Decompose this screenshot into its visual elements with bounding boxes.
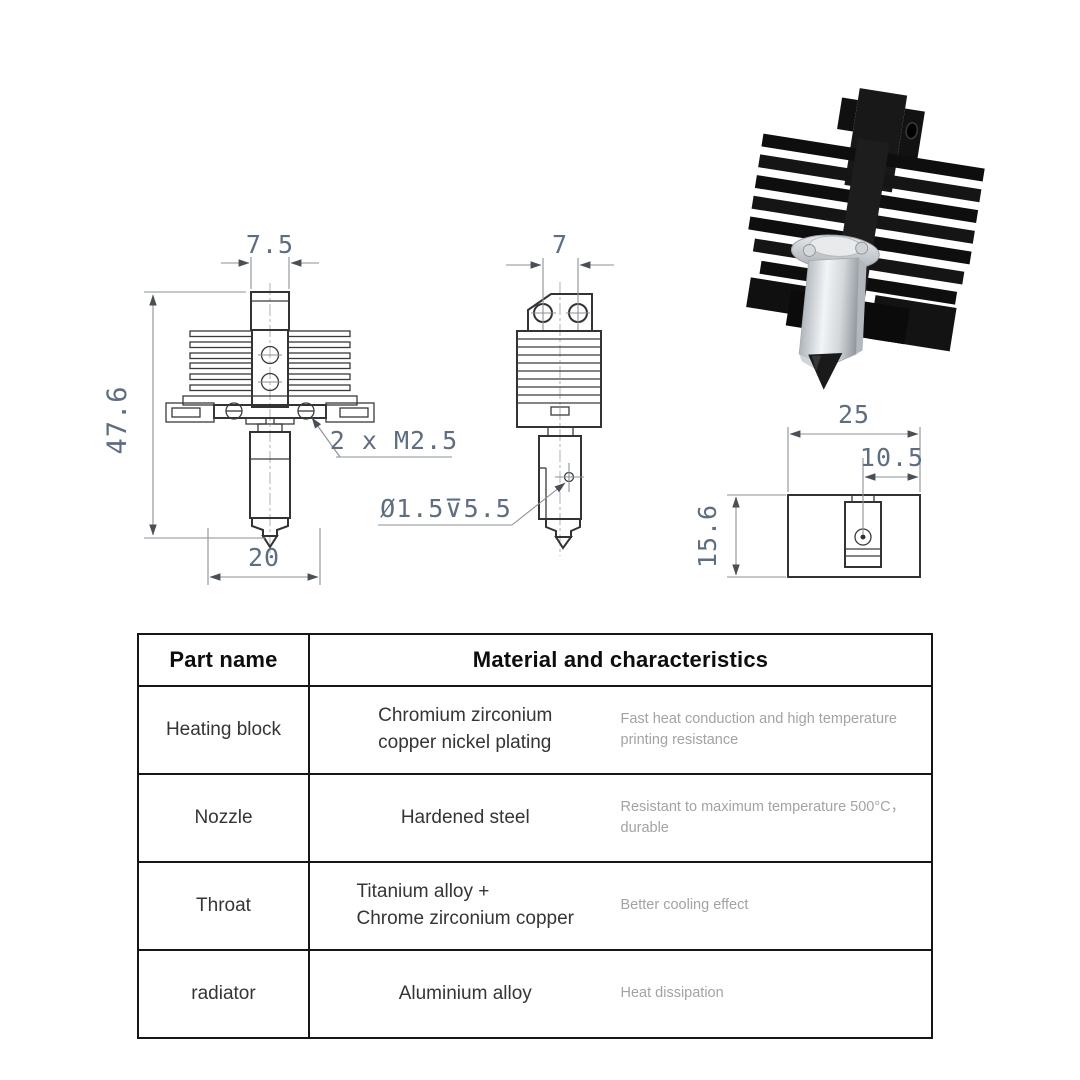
- nozzle-tip-photo: [808, 352, 843, 390]
- material-cell: Hardened steel: [400, 806, 530, 828]
- col-header-material: Material and characteristics: [472, 647, 769, 672]
- table-row-throat: Throat Titanium alloy + Chrome zirconium…: [139, 863, 931, 951]
- col-header-part-name: Part name: [139, 635, 310, 685]
- dimension-front-bottom-width: 20: [207, 528, 321, 585]
- dim-label-25: 25: [838, 400, 870, 429]
- front-view-drawing: 7.5 47.6 20 2 x M2.5: [102, 230, 458, 585]
- dim-label-47-6: 47.6: [102, 385, 133, 454]
- block-view-drawing: 25 10.5 15.6: [693, 400, 924, 578]
- characteristics-cell: Heat dissipation: [620, 985, 724, 1002]
- material-cell: Chromium zirconium copper nickel plating: [378, 705, 553, 753]
- dimension-side-top-width: 7: [506, 230, 614, 269]
- dim-label-20: 20: [248, 543, 280, 572]
- dimension-block-height: 15.6: [693, 494, 786, 578]
- part-name-cell: radiator: [139, 951, 310, 1037]
- annotation-screws: 2 x M2.5: [311, 417, 458, 458]
- dimension-block-width: 25: [787, 400, 921, 492]
- material-cell: Aluminium alloy: [398, 982, 532, 1004]
- annotation-sensor-hole: Ø1.5⊽5.5: [378, 482, 566, 526]
- table-row-radiator: radiator Aluminium alloy Heat dissipatio…: [139, 951, 931, 1037]
- part-name-cell: Throat: [139, 863, 310, 949]
- heater-assembly-photo: [790, 234, 880, 390]
- dimension-front-top-width: 7.5: [221, 230, 319, 289]
- product-photo: [746, 88, 985, 390]
- dim-label-7-5: 7.5: [246, 230, 294, 259]
- technical-drawings: 7.5 47.6 20 2 x M2.5: [102, 88, 985, 585]
- table-row-heating-block: Heating block Chromium zirconium copper …: [139, 687, 931, 775]
- characteristics-cell: Better cooling effect: [620, 897, 749, 914]
- characteristics-cell: Fast heat conduction and high temperatur…: [620, 710, 897, 748]
- characteristics-cell: Resistant to maximum temperature 500°C，d…: [620, 798, 906, 836]
- spec-table: Part name Material and characteristics H…: [137, 633, 933, 1039]
- table-row-nozzle: Nozzle Hardened steel Resistant to maxim…: [139, 775, 931, 863]
- dim-label-10-5: 10.5: [860, 443, 924, 472]
- dim-label-15-6: 15.6: [693, 504, 722, 568]
- part-name-cell: Heating block: [139, 687, 310, 773]
- dimension-front-overall-height: 47.6: [102, 291, 266, 539]
- dim-label-7: 7: [552, 230, 568, 259]
- screw-note-label: 2 x M2.5: [330, 426, 458, 455]
- hole-note-label: Ø1.5⊽5.5: [380, 494, 512, 523]
- dimension-block-hole-offset: 10.5: [860, 443, 924, 481]
- table-header-row: Part name Material and characteristics: [139, 635, 931, 687]
- material-cell: Titanium alloy + Chrome zirconium copper: [356, 881, 575, 929]
- side-view-drawing: 7 Ø1.5⊽5.5: [378, 230, 614, 556]
- part-name-cell: Nozzle: [139, 775, 310, 861]
